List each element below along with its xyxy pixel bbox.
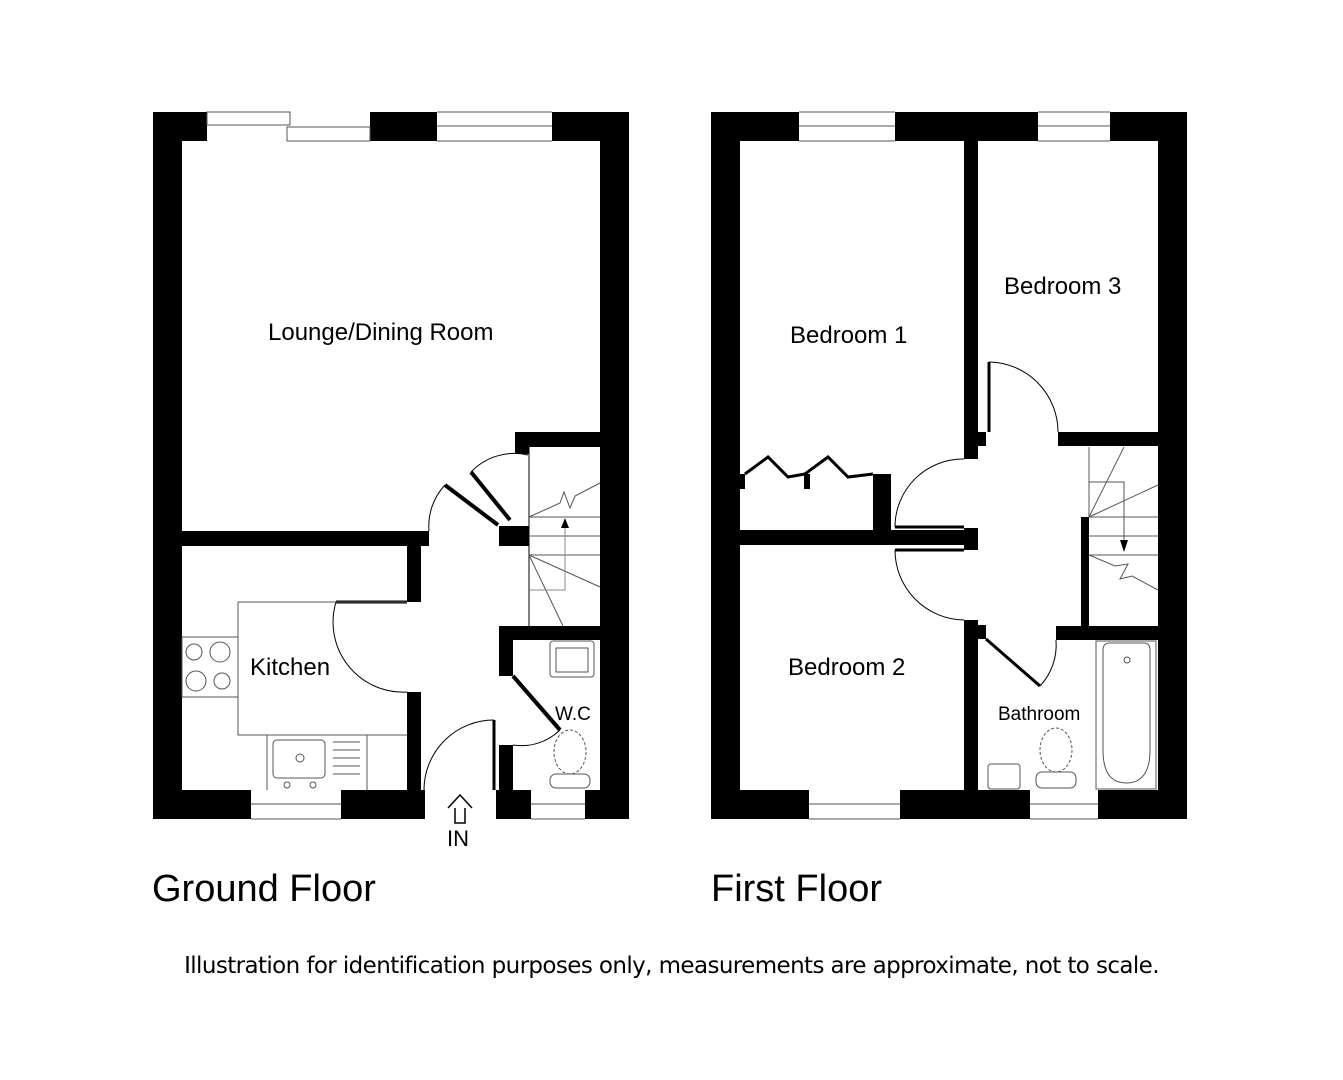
room-label-bathroom: Bathroom [998, 704, 1081, 725]
room-label-bedroom2: Bedroom 2 [788, 654, 906, 681]
room-label-lounge: Lounge/Dining Room [268, 319, 494, 346]
room-label-wc: W.C [555, 704, 591, 725]
room-label-bedroom3: Bedroom 3 [1004, 273, 1122, 300]
room-label-kitchen: Kitchen [250, 654, 331, 681]
disclaimer-text: Illustration for identification purposes… [184, 953, 1159, 979]
ground-floor-plan [153, 112, 629, 819]
ground-floor-title: Ground Floor [152, 868, 376, 910]
first-floor-plan [711, 112, 1187, 819]
ground-floor-lines [181, 111, 601, 820]
entrance-arrow-icon [447, 793, 473, 824]
room-label-bedroom1: Bedroom 1 [790, 322, 908, 349]
first-floor-lines [744, 111, 1159, 820]
first-floor-title: First Floor [711, 868, 882, 910]
stair-arrow-icons [561, 518, 1128, 552]
entrance-label: IN [447, 826, 469, 851]
